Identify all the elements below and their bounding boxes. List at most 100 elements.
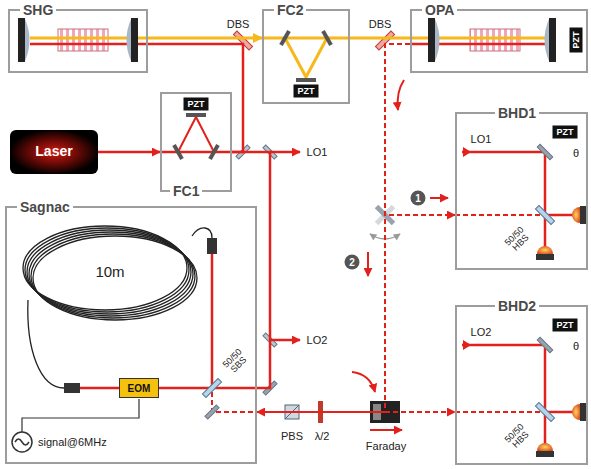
lo-beam <box>270 151 300 154</box>
path-arrow <box>430 197 448 199</box>
mirror <box>205 405 219 419</box>
squeezed-beam <box>212 392 257 412</box>
fiber <box>28 300 64 388</box>
pzt-label: PZT <box>553 319 578 332</box>
sine-symbol <box>15 439 29 445</box>
green-beam <box>262 37 350 40</box>
arrowhead <box>463 340 471 350</box>
beam-path <box>148 44 243 152</box>
beam-path <box>148 37 262 40</box>
beam-path <box>257 44 410 412</box>
dbs-label: DBS <box>369 18 392 30</box>
lo-label: LO2 <box>307 334 328 346</box>
lo-label: LO1 <box>471 133 492 145</box>
cavity-mirror <box>321 30 332 46</box>
lo-beam <box>544 152 547 215</box>
cavity-mirror <box>186 113 206 117</box>
signal-label: signal@6MHz <box>38 436 107 448</box>
signal-wire <box>22 399 139 432</box>
callout-number: 1 <box>411 191 426 206</box>
fiber-coil <box>33 236 197 320</box>
path-arrow <box>367 252 369 276</box>
pbs-label: PBS <box>281 430 303 442</box>
cavity-mirror <box>208 144 219 160</box>
modulator-box: EOM <box>119 378 159 398</box>
beam-path <box>350 37 410 40</box>
pzt-mirror <box>537 144 553 160</box>
frame-title: FC1 <box>170 184 202 198</box>
pzt-mirror <box>537 337 553 353</box>
photodetector <box>537 443 553 451</box>
cavity-beam <box>285 38 327 77</box>
box-label: EOM <box>128 383 151 394</box>
photodetector <box>572 207 580 223</box>
angle-label: θ <box>573 147 579 159</box>
beam-path <box>98 151 160 154</box>
direction-arrow <box>398 80 404 110</box>
photodetector <box>537 246 553 254</box>
output-beam <box>544 215 547 250</box>
cavity-mirror <box>296 78 316 82</box>
frame-title: Sagnac <box>17 200 73 214</box>
opa-frame: OPA <box>410 9 588 73</box>
frame-title: FC2 <box>274 3 306 17</box>
direction-arrow <box>352 372 375 392</box>
output-beam <box>544 412 547 447</box>
box-label: Laser <box>35 144 72 159</box>
shg-frame: SHG <box>8 9 148 73</box>
squeezed-beam <box>455 214 545 216</box>
detector-base <box>536 254 554 260</box>
pzt-label: PZT <box>570 28 583 53</box>
curved-mirror <box>435 19 440 61</box>
cavity-mirror <box>172 144 183 160</box>
mirror-mount <box>549 18 556 62</box>
callout-number: 2 <box>345 255 360 270</box>
beamsplitter-label: 50/50 HBS <box>503 422 532 451</box>
frame-title: BHD1 <box>495 106 539 120</box>
beamsplitter-label: 50/50 HBS <box>503 225 532 254</box>
mirror-mount <box>131 18 138 62</box>
laser-box: Laser <box>10 130 98 174</box>
fiber-coupler <box>64 383 80 393</box>
waveplate-label: λ/2 <box>315 430 330 442</box>
beam-path <box>257 411 455 413</box>
detector-base <box>536 451 554 457</box>
laser-beam <box>80 387 257 390</box>
beam-splitter <box>202 378 221 397</box>
lo-beam <box>462 344 545 347</box>
angle-label: θ <box>573 340 579 352</box>
faraday-label: Faraday <box>366 440 406 452</box>
beam-splitter <box>535 205 554 224</box>
mirror-mount <box>428 18 435 62</box>
cavity-beam <box>178 117 214 152</box>
curved-mirror <box>127 19 132 61</box>
detector-base <box>580 206 586 224</box>
laser-beam <box>160 151 232 154</box>
mirror-mount <box>18 18 25 62</box>
pzt-label: PZT <box>294 85 319 98</box>
signal-generator <box>12 432 32 452</box>
fiber-coupler <box>207 238 217 254</box>
beam-splitter <box>535 402 554 421</box>
photodetector <box>572 404 580 420</box>
direction-arrow <box>370 429 402 431</box>
fiber-length: 10m <box>95 264 124 281</box>
frame-title: SHG <box>20 3 56 17</box>
lo-beam <box>270 339 300 342</box>
lo-beam <box>462 151 545 154</box>
nonlinear-crystal <box>470 29 520 51</box>
frame-title: BHD2 <box>495 299 539 313</box>
curved-mirror <box>545 19 550 61</box>
lo-label: LO1 <box>307 146 328 158</box>
pzt-label: PZT <box>184 98 209 111</box>
curved-mirror <box>25 19 30 61</box>
lo-label: LO2 <box>471 326 492 338</box>
nonlinear-crystal <box>58 29 108 51</box>
beamsplitter-label: 50/50 SBS <box>221 347 250 376</box>
laser-beam <box>211 254 214 388</box>
sagnac-frame: SagnacEOM <box>5 206 257 464</box>
frame-title: OPA <box>422 3 457 17</box>
